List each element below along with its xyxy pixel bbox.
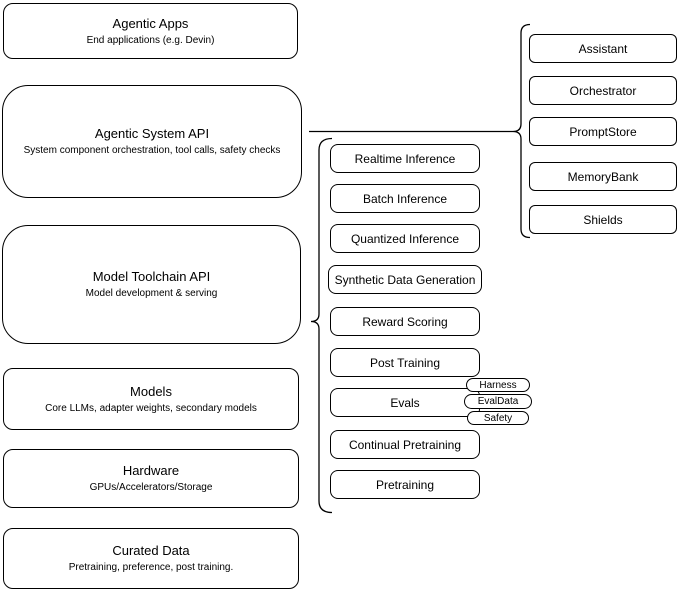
box-subtitle: End applications (e.g. Devin) bbox=[86, 34, 215, 46]
system-item-assistant: Assistant bbox=[529, 34, 677, 63]
toolchain-item-pretraining: Pretraining bbox=[330, 470, 480, 499]
system-item-memorybank: MemoryBank bbox=[529, 162, 677, 191]
box-subtitle: Pretraining, preference, post training. bbox=[68, 562, 234, 573]
box-hardware: Hardware GPUs/Accelerators/Storage bbox=[3, 449, 299, 508]
toolchain-item-quantized-inference: Quantized Inference bbox=[330, 224, 480, 253]
box-subtitle: Model development & serving bbox=[85, 288, 218, 299]
box-title: Model Toolchain API bbox=[92, 269, 211, 284]
system-item-orchestrator: Orchestrator bbox=[529, 76, 677, 105]
system-item-promptstore: PromptStore bbox=[529, 117, 677, 146]
toolchain-item-post-training: Post Training bbox=[330, 348, 480, 377]
system-item-shields: Shields bbox=[529, 205, 677, 234]
box-model-toolchain-api: Model Toolchain API Model development & … bbox=[2, 225, 301, 344]
box-models: Models Core LLMs, adapter weights, secon… bbox=[3, 368, 299, 430]
eval-tag-safety: Safety bbox=[467, 411, 529, 425]
toolchain-item-synthetic-data-generation: Synthetic Data Generation bbox=[328, 265, 482, 294]
eval-tag-evaldata: EvalData bbox=[464, 394, 532, 409]
box-title: Agentic System API bbox=[94, 126, 210, 141]
toolchain-item-realtime-inference: Realtime Inference bbox=[330, 144, 480, 173]
system-brace bbox=[512, 23, 531, 239]
toolchain-item-batch-inference: Batch Inference bbox=[330, 184, 480, 213]
box-title: Hardware bbox=[122, 463, 180, 478]
toolchain-brace bbox=[310, 137, 333, 514]
box-subtitle: GPUs/Accelerators/Storage bbox=[89, 482, 213, 493]
eval-tag-harness: Harness bbox=[466, 378, 530, 392]
box-title: Models bbox=[130, 383, 172, 399]
toolchain-item-evals: Evals bbox=[330, 388, 480, 417]
box-subtitle: Core LLMs, adapter weights, secondary mo… bbox=[45, 402, 257, 414]
box-curated-data: Curated Data Pretraining, preference, po… bbox=[3, 528, 299, 589]
box-agentic-system-api: Agentic System API System component orch… bbox=[2, 85, 302, 198]
box-subtitle: System component orchestration, tool cal… bbox=[23, 145, 281, 156]
box-title: Agentic Apps bbox=[112, 15, 189, 31]
box-title: Curated Data bbox=[112, 543, 190, 558]
toolchain-item-reward-scoring: Reward Scoring bbox=[330, 307, 480, 336]
box-agentic-apps: Agentic Apps End applications (e.g. Devi… bbox=[3, 3, 298, 59]
toolchain-item-continual-pretraining: Continual Pretraining bbox=[330, 430, 480, 459]
